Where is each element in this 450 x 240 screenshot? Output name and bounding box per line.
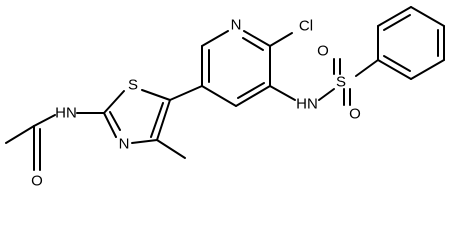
bond-nh-s — [318, 88, 335, 101]
molecule-structure: N Cl S HN N O HN S O O — [5, 6, 445, 190]
bond-ch3-acetyl — [5, 125, 35, 144]
bonds — [5, 6, 445, 171]
atom-cl: Cl — [299, 18, 313, 35]
bond-ph-6 — [377, 59, 412, 80]
bond-c5-nh — [269, 85, 296, 101]
bond-py-c6-n1-double — [242, 37, 264, 51]
atom-o-sulfonyl-bottom: O — [349, 106, 361, 123]
atom-o-acetyl: O — [31, 173, 43, 190]
molecule-canvas: N Cl S HN N O HN S O O — [5, 6, 445, 190]
bond-n3-c2 — [103, 112, 117, 138]
bond-ph-5 — [410, 59, 445, 80]
atom-n-pyridine: N — [231, 17, 242, 34]
atom-o-sulfonyl-top: O — [317, 43, 329, 60]
bond-ph-inner-1 — [383, 14, 411, 31]
atom-n-thiazole: N — [119, 136, 130, 153]
bond-c2-s — [103, 90, 125, 114]
atom-s-sulfonyl: S — [336, 74, 346, 91]
bond-c5-c4-double — [150, 102, 164, 138]
bond-n3-c2-double — [109, 111, 121, 131]
bond-py-n1-c2 — [201, 30, 229, 47]
bond-c4-n3 — [131, 139, 158, 144]
atom-labels: N Cl S HN N O HN S O O — [31, 17, 361, 190]
bond-py-c4-c5-double — [237, 82, 265, 99]
atom-s-thiazole: S — [128, 77, 138, 94]
bond-s-phenyl — [355, 59, 379, 77]
atom-nh-sulfonamide: HN — [296, 96, 318, 113]
bond-ph-2 — [377, 6, 412, 27]
bond-py-c3-c4 — [201, 85, 237, 107]
bond-c5-c4 — [156, 99, 171, 141]
bond-ph-inner-3 — [383, 55, 411, 72]
bond-ph-3 — [410, 6, 445, 27]
bond-py-c4-c5 — [235, 85, 271, 107]
bond-c4-methyl — [156, 139, 186, 159]
bond-acetyl-nh — [33, 114, 56, 127]
bond-s-c5 — [141, 89, 171, 101]
atom-nh-amide: HN — [55, 105, 77, 122]
bond-c6-cl — [269, 32, 293, 47]
bond-py-c6-n1 — [243, 30, 271, 47]
bond-thiazole-pyridine — [169, 85, 203, 101]
